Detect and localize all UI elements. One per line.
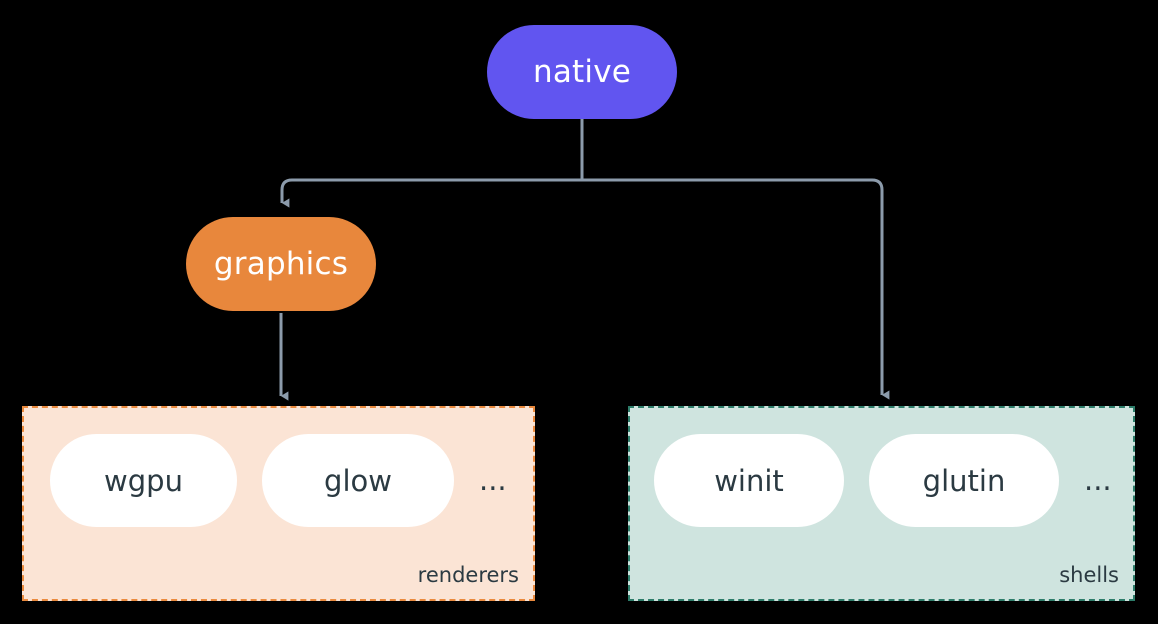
cluster-renderers: wgpu glow ... renderers (22, 406, 535, 601)
leaf-node-glutin[interactable]: glutin (869, 434, 1059, 527)
shells-item-row: winit glutin ... (630, 434, 1112, 527)
leaf-node-glow[interactable]: glow (262, 434, 454, 527)
cluster-shells: winit glutin ... shells (628, 406, 1135, 601)
shells-overflow-ellipsis: ... (1084, 463, 1112, 497)
cluster-label-renderers: renderers (417, 563, 519, 587)
edge-native-to-shells (580, 119, 890, 400)
edge-native-to-graphics (280, 119, 584, 208)
node-graphics[interactable]: graphics (186, 217, 376, 311)
node-native[interactable]: native (487, 25, 677, 119)
renderers-item-row: wgpu glow ... (24, 434, 507, 527)
cluster-label-shells: shells (1059, 563, 1119, 587)
leaf-node-wgpu[interactable]: wgpu (50, 434, 237, 527)
renderers-overflow-ellipsis: ... (479, 463, 507, 497)
leaf-node-winit[interactable]: winit (654, 434, 844, 527)
